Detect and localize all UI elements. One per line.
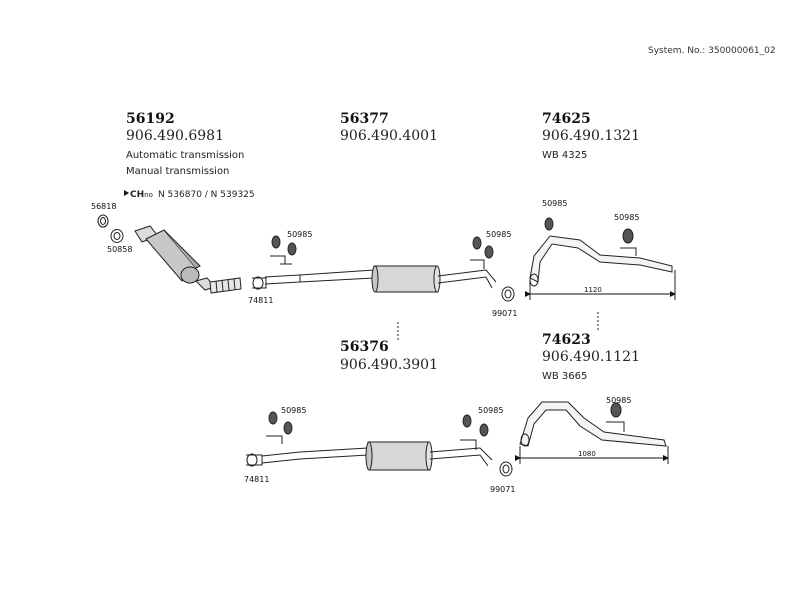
group-56376-number: 56376 [340, 339, 389, 355]
catalytic-converter [97, 214, 242, 294]
callout-50985-top-left: 50985 [287, 230, 313, 239]
group-74623-partno: 906.490.1121 [542, 349, 640, 365]
ch-range: N 536870 / N 539325 [157, 190, 255, 200]
note-manual: Manual transmission [126, 166, 230, 177]
group-56192-number: 56192 [126, 111, 175, 127]
callout-56818: 56818 [91, 202, 117, 211]
callout-50985-bottom-left: 50985 [281, 406, 307, 415]
system-number: System. No.: 350000061_02 [648, 46, 776, 56]
callout-50985-tail-short: 50985 [606, 396, 632, 405]
group-56377-partno: 906.490.4001 [340, 128, 438, 144]
group-56376-partno: 906.490.3901 [340, 357, 438, 373]
callout-99071-top: 99071 [492, 309, 518, 318]
chassis-number-note: CHno N 536870 / N 539325 [124, 182, 255, 201]
callout-74811-bottom: 74811 [244, 475, 270, 484]
tailpipe-short [515, 401, 669, 464]
tailpipe-long [525, 217, 676, 300]
middle-silencer-front [252, 235, 515, 302]
group-74625-wheelbase: WB 4325 [542, 150, 588, 161]
dimension-1120: 1120 [584, 286, 602, 294]
callout-50985-tail-long-a: 50985 [542, 199, 568, 208]
note-automatic: Automatic transmission [126, 150, 245, 161]
callout-50858: 50858 [107, 245, 133, 254]
ch-suffix: no [144, 191, 153, 199]
group-74623-wheelbase: WB 3665 [542, 371, 588, 382]
arrow-right-icon [124, 189, 129, 196]
callout-99071-bottom: 99071 [490, 485, 516, 494]
group-74625-partno: 906.490.1321 [542, 128, 640, 144]
group-74625-number: 74625 [542, 111, 591, 127]
group-74623-number: 74623 [542, 332, 591, 348]
callout-74811-top: 74811 [248, 296, 274, 305]
callout-50985-tail-long-b: 50985 [614, 213, 640, 222]
middle-silencer-rear [246, 411, 513, 477]
callout-50985-top-mid: 50985 [486, 230, 512, 239]
callout-50985-bottom-mid: 50985 [478, 406, 504, 415]
dimension-1080: 1080 [578, 450, 596, 458]
group-56192-partno: 906.490.6981 [126, 128, 224, 144]
ch-prefix: CH [130, 190, 145, 200]
group-56377-number: 56377 [340, 111, 389, 127]
